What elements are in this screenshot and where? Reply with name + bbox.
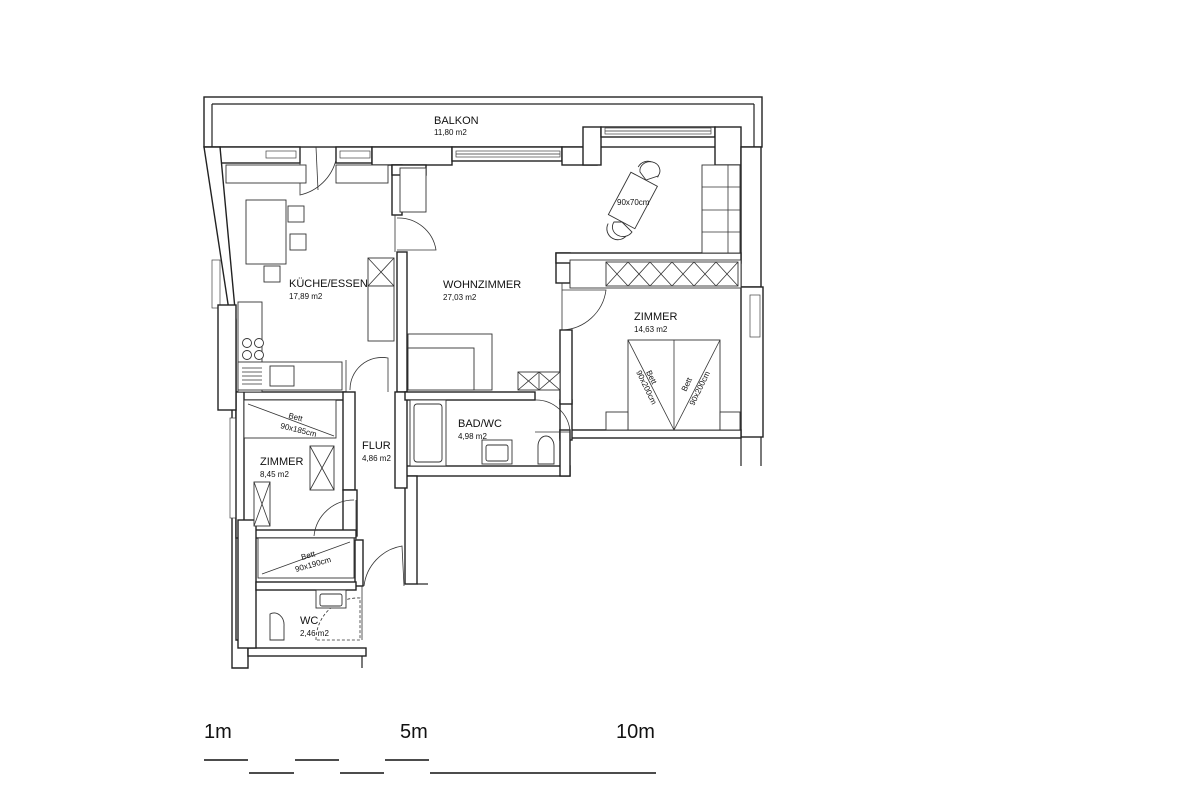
wardrobe [569, 259, 742, 289]
room-area-zimmer-left: 8,45 m2 [260, 470, 289, 479]
table-chairs [611, 161, 661, 237]
room-area-wohnzimmer: 27,03 m2 [443, 293, 477, 302]
room-area-balkon: 11,80 m2 [434, 128, 467, 137]
stove [242, 338, 264, 360]
scale-label-10m: 10m [616, 721, 655, 743]
balcony [203, 96, 763, 148]
bed-upper-word: Bett [288, 411, 305, 423]
room-area-wc: 2,46 m2 [300, 629, 329, 638]
double-bed [605, 339, 741, 431]
sofa [701, 164, 741, 254]
wc-toilet [269, 612, 285, 641]
bath-basin [481, 439, 513, 465]
furniture [225, 160, 742, 641]
room-name-wohnzimmer: WOHNZIMMER [443, 279, 521, 291]
room-name-zimmer-right: ZIMMER [634, 311, 677, 323]
room-name-balkon: BALKON [434, 115, 479, 127]
room-name-flur: FLUR [362, 440, 391, 452]
wc-basin [315, 589, 347, 609]
scale-segments [204, 759, 656, 774]
room-name-kueche: KÜCHE/ESSEN [289, 278, 368, 290]
table-size-label: 90x70cm [617, 198, 650, 207]
bath-toilet [537, 435, 555, 465]
room-area-zimmer-right: 14,63 m2 [634, 325, 668, 334]
small-wardrobe [253, 445, 335, 527]
scale-bar: 1m 5m 10m [204, 721, 656, 774]
bed-lower [257, 537, 355, 579]
room-labels: BALKON 11,80 m2 KÜCHE/ESSEN 17,89 m2 WOH… [260, 115, 677, 638]
bed-upper [243, 399, 337, 439]
scale-label-5m: 5m [400, 721, 428, 743]
room-name-wc: WC [300, 615, 318, 627]
room-area-flur: 4,86 m2 [362, 454, 391, 463]
bed-lower-word: Bett [300, 549, 317, 562]
room-area-bad: 4,98 m2 [458, 432, 487, 441]
bathtub [409, 399, 447, 467]
dining-table [245, 199, 307, 283]
room-name-bad: BAD/WC [458, 418, 502, 430]
sink [242, 367, 262, 385]
room-name-zimmer-left: ZIMMER [260, 456, 303, 468]
scale-label-1m: 1m [204, 721, 232, 743]
room-area-kueche: 17,89 m2 [289, 292, 323, 301]
doors [299, 146, 607, 641]
